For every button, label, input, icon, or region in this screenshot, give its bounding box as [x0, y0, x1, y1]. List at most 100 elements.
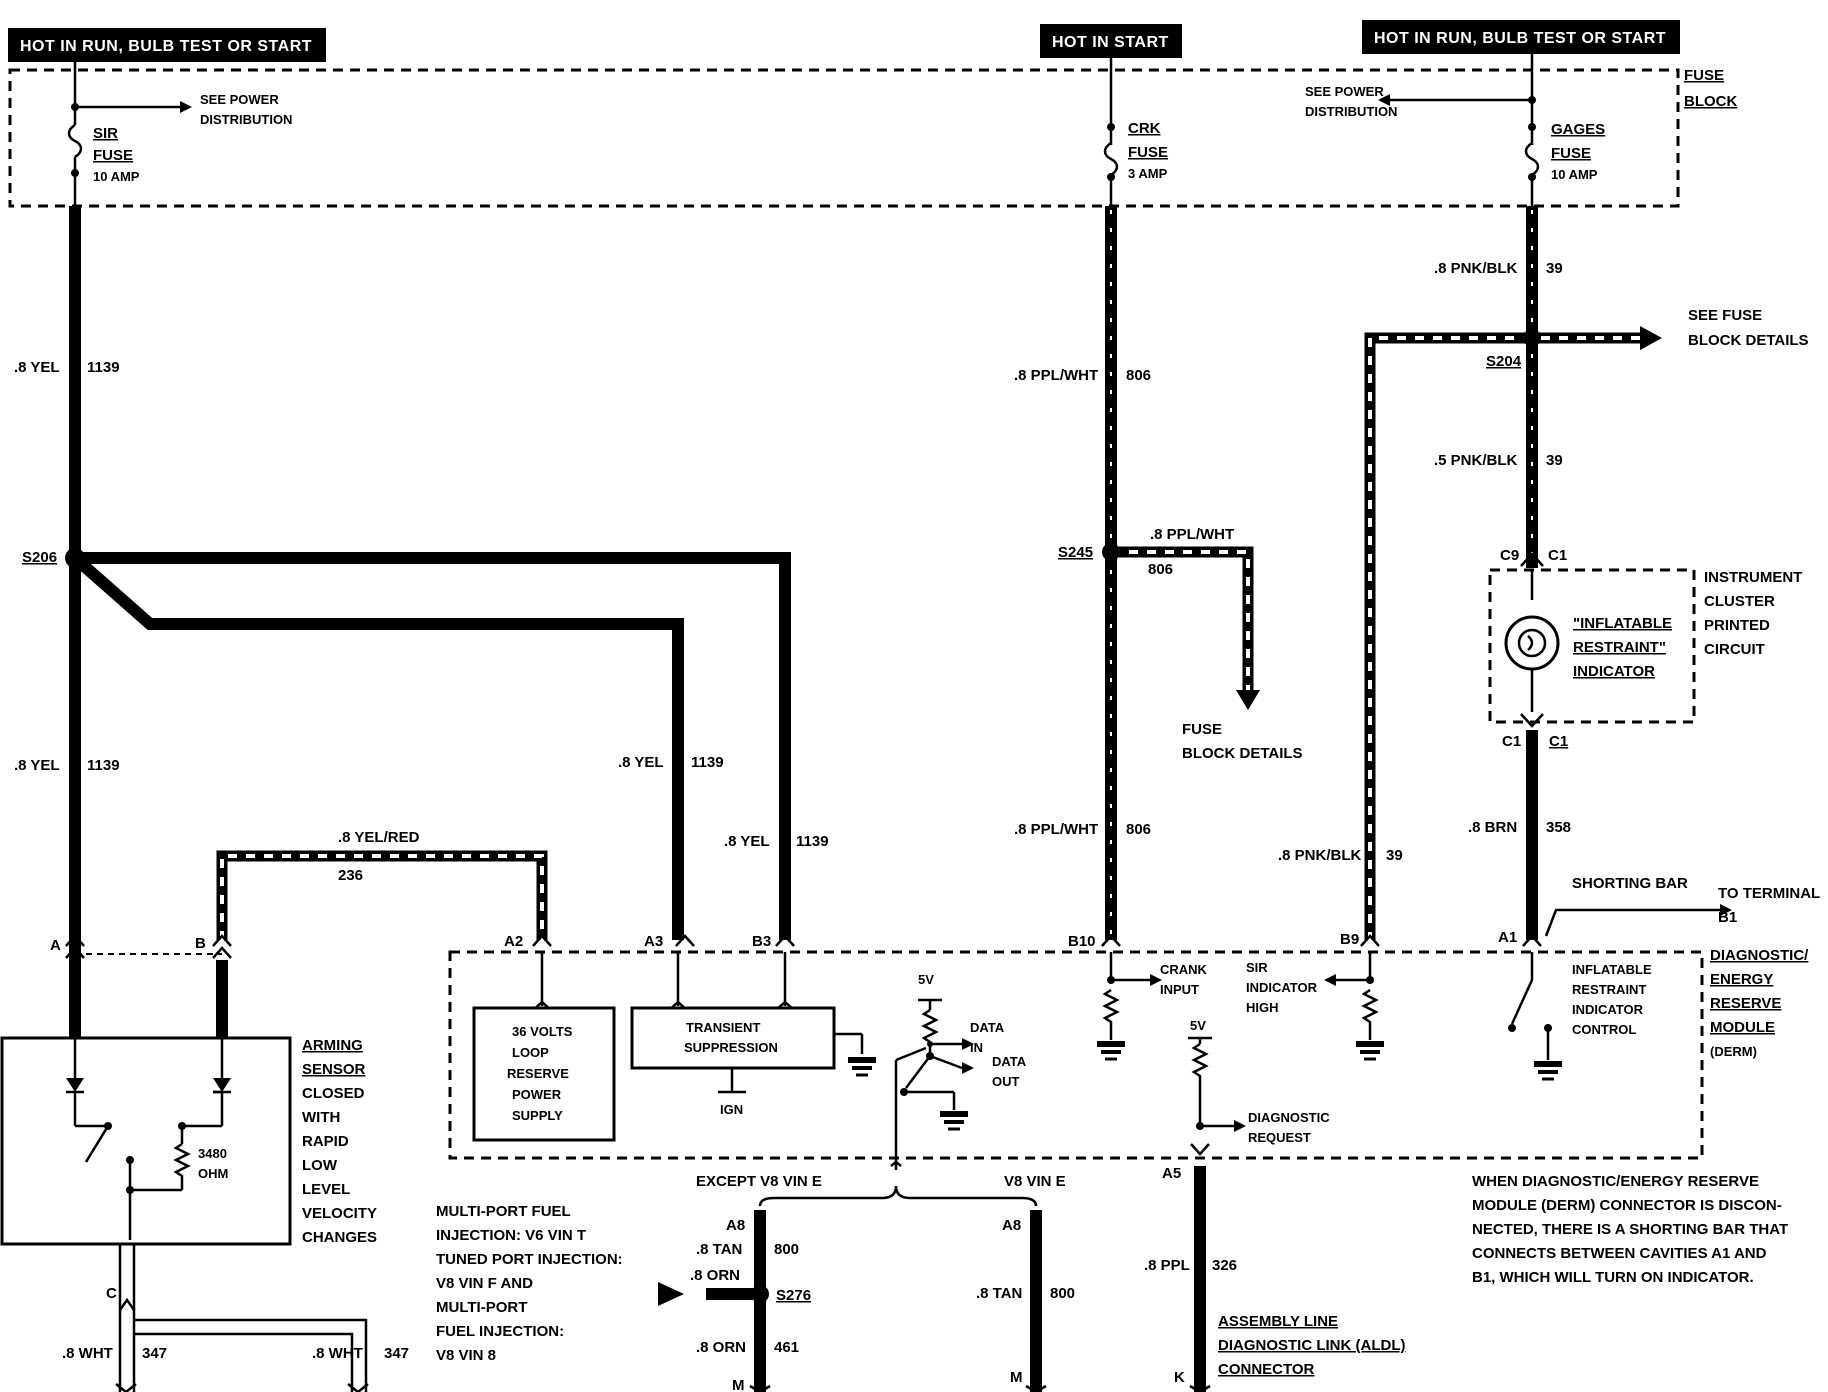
sir-high-2: INDICATOR [1246, 980, 1318, 995]
arming-label-1: ARMING [302, 1037, 363, 1054]
pin-a1: A1 [1498, 929, 1517, 946]
wire-ppl-branch-circuit: 806 [1148, 561, 1173, 578]
wire-tan-right-circuit: 800 [1050, 1285, 1075, 1302]
see-fuse-block-2: BLOCK DETAILS [1688, 332, 1809, 349]
wire-wht-right-circuit: 347 [384, 1345, 409, 1362]
indicator-line-2: RESTRAINT" [1573, 639, 1666, 656]
diag-request-2: REQUEST [1248, 1130, 1311, 1145]
shorting-bar-to-2: B1 [1718, 909, 1737, 926]
gages-fuse: SEE POWER DISTRIBUTION GAGES FUSE 10 AMP [1305, 54, 1605, 206]
gages-fuse-name2: FUSE [1551, 145, 1591, 162]
wire-brn-gauge: .8 BRN [1468, 819, 1517, 836]
wire-tan-right-gauge: .8 TAN [976, 1285, 1022, 1302]
multi-port-note-1: MULTI-PORT FUEL [436, 1203, 571, 1220]
multi-port-note-5: MULTI-PORT [436, 1299, 527, 1316]
fuse-block-details-1: FUSE [1182, 721, 1222, 738]
infl-control-4: CONTROL [1572, 1022, 1636, 1037]
derm-note-1: WHEN DIAGNOSTIC/ENERGY RESERVE [1472, 1173, 1759, 1190]
wire-yel-red-circuit: 236 [338, 867, 363, 884]
supply-2: LOOP [512, 1045, 549, 1060]
aldl-label-2: DIAGNOSTIC LINK (ALDL) [1218, 1337, 1405, 1354]
derm-label-5: (DERM) [1710, 1044, 1757, 1059]
wire-ppl-aldl-gauge: .8 PPL [1144, 1257, 1190, 1274]
arming-sensor [0, 953, 369, 1392]
wire-yel-red-236 [216, 850, 548, 940]
header-right-text: HOT IN RUN, BULB TEST OR START [1374, 30, 1666, 47]
wire-pnk-b9-gauge: .8 PNK/BLK [1278, 847, 1362, 864]
five-v-top: 5V [918, 972, 934, 987]
pin-b10: B10 [1068, 933, 1096, 950]
indicator-line-3: INDICATOR [1573, 663, 1655, 680]
wire-ppl-aldl-circuit: 326 [1212, 1257, 1237, 1274]
see-fuse-block-1: SEE FUSE [1688, 307, 1762, 324]
derm-label-2: ENERGY [1710, 971, 1773, 988]
pin-a: A [50, 937, 61, 954]
wire-pnk-mid-circuit: 39 [1546, 452, 1563, 469]
multi-port-note-4: V8 VIN F AND [436, 1275, 533, 1292]
wire-ppl-branch-gauge: .8 PPL/WHT [1150, 526, 1234, 543]
resistor-unit: OHM [198, 1166, 228, 1181]
multi-port-note-7: V8 VIN 8 [436, 1347, 496, 1364]
pin-a2: A2 [504, 933, 523, 950]
wire-ppl-bottom-gauge: .8 PPL/WHT [1014, 821, 1098, 838]
conn-c1-bottom-left: C1 [1502, 733, 1521, 750]
pin-a3: A3 [644, 933, 663, 950]
sir-fuse: SIR FUSE 10 AMP SEE POWER DISTRIBUTION [67, 62, 292, 206]
five-v-diag: 5V [1190, 1018, 1206, 1033]
wire-brn-circuit: 358 [1546, 819, 1571, 836]
instrument-cluster [1488, 552, 1696, 728]
arming-label-6: LOW [302, 1157, 338, 1174]
conn-c9: C9 [1500, 547, 1519, 564]
wire-wht-right-gauge: .8 WHT [312, 1345, 363, 1362]
derm-label-1: DIAGNOSTIC/ [1710, 947, 1809, 964]
conn-c1-top: C1 [1548, 547, 1567, 564]
pin-m-right: M [1010, 1369, 1023, 1386]
shorting-bar-label: SHORTING BAR [1572, 875, 1688, 892]
supply-5: SUPPLY [512, 1108, 563, 1123]
splice-s245: S245 [1058, 544, 1093, 561]
diag-request-1: DIAGNOSTIC [1248, 1110, 1330, 1125]
wire-yel-top-gauge: .8 YEL [14, 359, 60, 376]
pin-k: K [1174, 1369, 1185, 1386]
derm-connector-pins [65, 934, 1542, 959]
wire-yel-mid-gauge: .8 YEL [14, 757, 60, 774]
arming-label-9: CHANGES [302, 1229, 377, 1246]
arming-label-4: WITH [302, 1109, 340, 1126]
splice-s206: S206 [22, 549, 57, 566]
wire-brn-358 [1526, 730, 1732, 940]
aldl-label-1: ASSEMBLY LINE [1218, 1313, 1338, 1330]
derm-note-2: MODULE (DERM) CONNECTOR IS DISCON- [1472, 1197, 1782, 1214]
pin-a8-right: A8 [1002, 1217, 1021, 1234]
variant-v8: V8 VIN E [1004, 1173, 1066, 1190]
header-right: HOT IN RUN, BULB TEST OR START [1362, 20, 1680, 54]
shorting-bar-to-1: TO TERMINAL [1718, 885, 1820, 902]
header-left: HOT IN RUN, BULB TEST OR START [8, 28, 326, 62]
see-power-right-1: SEE POWER [1305, 84, 1384, 99]
wire-yel-red-gauge: .8 YEL/RED [338, 829, 420, 846]
wire-ppl-top-circuit: 806 [1126, 367, 1151, 384]
multi-port-note-3: TUNED PORT INJECTION: [436, 1251, 623, 1268]
wire-orn-bottom-circuit: 461 [774, 1339, 799, 1356]
aldl-wire [1189, 1166, 1211, 1392]
pin-a8-left: A8 [726, 1217, 745, 1234]
crank-input-2: INPUT [1160, 982, 1199, 997]
cluster-label-2: CLUSTER [1704, 593, 1775, 610]
gages-fuse-name1: GAGES [1551, 121, 1605, 138]
wire-tan-left-gauge: .8 TAN [696, 1241, 742, 1258]
crk-fuse-rating: 3 AMP [1128, 166, 1168, 181]
data-in-1: DATA [970, 1020, 1005, 1035]
fuse-block-label-2: BLOCK [1684, 93, 1737, 110]
see-power-1: SEE POWER [200, 92, 279, 107]
arming-label-3: CLOSED [302, 1085, 365, 1102]
see-power-right-2: DISTRIBUTION [1305, 104, 1397, 119]
header-left-text: HOT IN RUN, BULB TEST OR START [20, 38, 312, 55]
supply-1: 36 VOLTS [512, 1024, 573, 1039]
arming-label-7: LEVEL [302, 1181, 350, 1198]
wire-ppl-806 [1102, 206, 1260, 940]
wire-pnk-top-gauge: .8 PNK/BLK [1434, 260, 1518, 277]
wire-pnk-top-circuit: 39 [1546, 260, 1563, 277]
crank-input-1: CRANK [1160, 962, 1208, 977]
cluster-label-1: INSTRUMENT [1704, 569, 1802, 586]
wire-orn-in-gauge: .8 ORN [690, 1267, 740, 1284]
